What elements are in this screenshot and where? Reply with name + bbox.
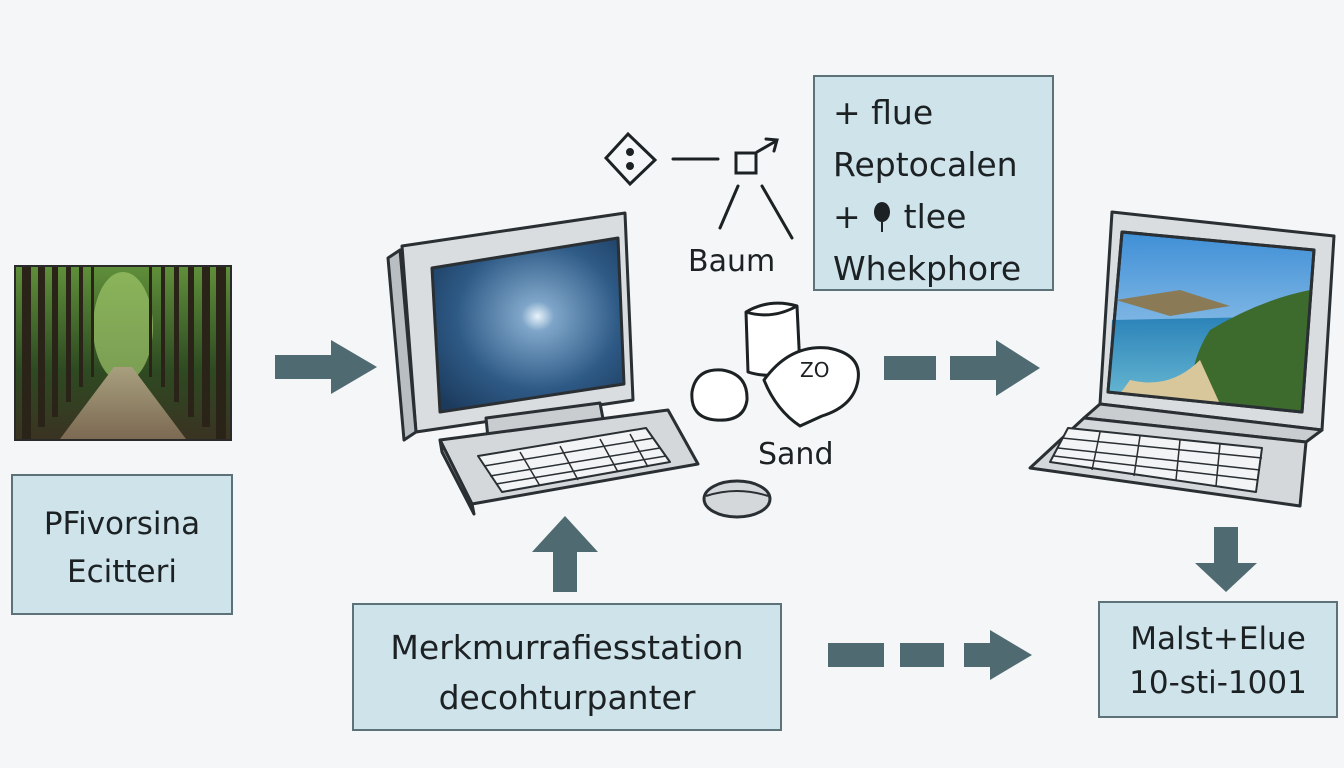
sand-shapes (690, 301, 860, 428)
diamond-shape (603, 131, 658, 187)
center-box-line-1: Merkmurrafiesstation (390, 628, 744, 667)
left-box-line-2: Ecitteri (67, 554, 177, 590)
top-box-line-1: + flue (833, 93, 934, 132)
square-shape (734, 151, 758, 175)
arrow-center-to-right-box (828, 630, 1032, 680)
ink-blob-icon (871, 197, 893, 232)
sand-label: Sand (758, 437, 834, 472)
arrow-desktop-to-laptop (884, 340, 1040, 396)
arrow-center-box-up (532, 516, 598, 592)
right-box-line-1: Malst+Elue (1130, 621, 1306, 657)
top-box-line-2: Reptocalen (833, 145, 1018, 184)
forest-image (16, 267, 230, 439)
arrow-laptop-down (1195, 527, 1257, 592)
zo-shape (762, 346, 860, 428)
center-label-box: Merkmurrafiesstation decohturpanter (352, 603, 782, 731)
left-label-box: PFivorsina Ecitteri (11, 474, 233, 615)
top-box-line-3: + tlee (833, 191, 1052, 243)
right-box-line-2: 10-sti-1001 (1129, 665, 1307, 701)
arrow-photo-to-desktop (275, 340, 377, 394)
desktop-computer-icon (386, 211, 772, 519)
center-box-line-2: decohturpanter (438, 678, 696, 717)
right-label-box: Malst+Elue 10-sti-1001 (1098, 601, 1338, 718)
top-box-line-4: Whekphore (833, 249, 1022, 288)
forest-photo (14, 265, 232, 441)
top-box-line-3-text: tlee (903, 197, 967, 236)
left-box-line-1: PFivorsina (43, 506, 201, 542)
laptop-icon (1028, 210, 1336, 508)
zo-label: ZO (800, 358, 829, 382)
flow-sketch (603, 131, 794, 240)
top-label-box: + flue Reptocalen + tlee Whekphore (813, 75, 1054, 291)
baum-label: Baum (688, 244, 776, 279)
top-box-line-3-prefix: + (833, 197, 861, 236)
blob-shape-left (690, 368, 749, 422)
